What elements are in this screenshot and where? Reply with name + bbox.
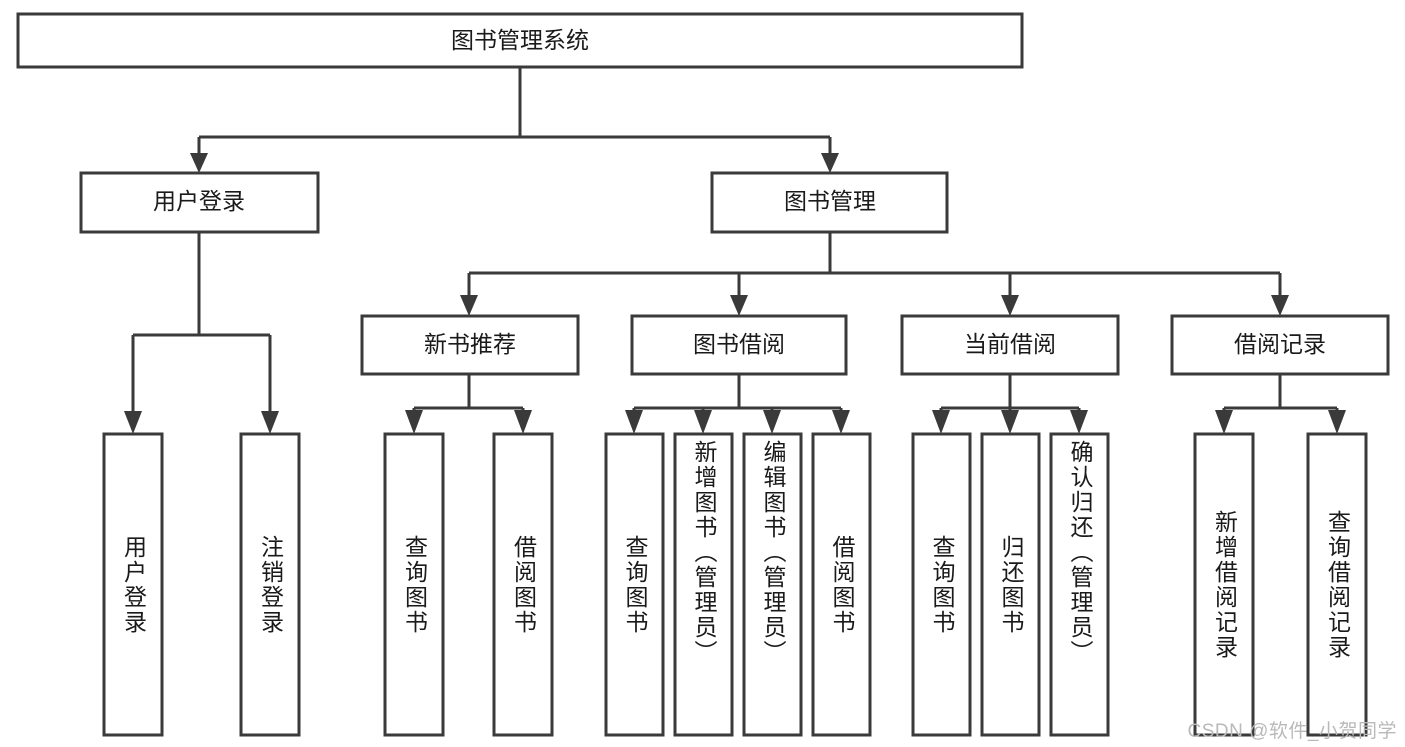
arrow-head-nb-query-book — [405, 410, 423, 434]
watermark-text: CSDN @软件_小贺同学 — [1187, 721, 1397, 742]
node-new-book-recommend-label: 新书推荐 — [424, 331, 516, 357]
arrow-head-nb-borrow-book — [514, 410, 532, 434]
node-root-label: 图书管理系统 — [451, 27, 589, 53]
node-book-management[interactable] — [710, 171, 949, 234]
node-leaf-cb-query-book[interactable] — [911, 432, 972, 737]
node-current-borrow[interactable] — [900, 314, 1120, 376]
node-leaf-logout[interactable] — [239, 432, 301, 737]
node-book-management-label: 图书管理 — [784, 188, 876, 214]
node-new-book-recommend[interactable] — [360, 314, 580, 376]
node-user-login-label: 用户登录 — [153, 188, 245, 214]
arrow-head-borrow-record — [1271, 295, 1289, 316]
node-leaf-bb-query-book[interactable] — [604, 432, 665, 737]
node-leaf-br-add-record[interactable] — [1193, 432, 1255, 737]
arrow-head-br-add-record — [1215, 410, 1233, 434]
arrow-head-new-book — [460, 295, 478, 316]
arrow-head-book-mgmt — [821, 153, 839, 173]
node-leaf-cb-confirm-return[interactable] — [1049, 432, 1110, 737]
arrow-head-bb-add-book — [694, 410, 712, 434]
node-borrow-record[interactable] — [1170, 314, 1390, 376]
node-leaf-bb-add-book[interactable] — [673, 432, 734, 737]
node-book-borrow-label: 图书借阅 — [693, 331, 785, 357]
arrow-head-book-borrow — [730, 295, 748, 316]
node-root-book-management-system[interactable] — [16, 12, 1024, 69]
node-book-borrow[interactable] — [630, 314, 848, 376]
node-leaf-nb-query-book[interactable] — [383, 432, 445, 737]
arrow-head-bb-edit-book — [763, 410, 781, 434]
arrow-head-current-borrow — [1001, 295, 1019, 316]
arrow-head-cb-query-book — [932, 410, 950, 434]
node-user-login[interactable] — [79, 171, 320, 234]
node-leaf-bb-edit-book[interactable] — [742, 432, 803, 737]
arrow-head-bb-query-book — [625, 410, 643, 434]
arrow-head-leaf-logout — [261, 411, 279, 434]
node-leaf-br-query-record[interactable] — [1306, 432, 1368, 737]
node-leaf-nb-borrow-book[interactable] — [492, 432, 554, 737]
node-borrow-record-label: 借阅记录 — [1234, 331, 1326, 357]
node-leaf-cb-return-book[interactable] — [980, 432, 1041, 737]
arrow-head-user-login — [190, 153, 208, 173]
node-leaf-user-login[interactable] — [102, 432, 164, 737]
arrow-head-br-query-record — [1328, 410, 1346, 434]
arrow-head-cb-confirm-return — [1070, 410, 1088, 434]
arrow-head-cb-return-book — [1001, 410, 1019, 434]
node-leaf-bb-borrow-book[interactable] — [811, 432, 872, 737]
node-current-borrow-label: 当前借阅 — [964, 331, 1056, 357]
arrow-head-bb-borrow-book — [832, 410, 850, 434]
arrow-head-leaf-user-login — [124, 411, 142, 434]
